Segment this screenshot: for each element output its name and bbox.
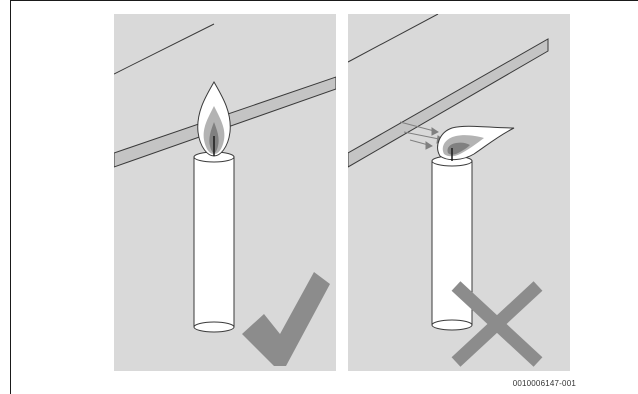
panel-draught-drawing (348, 14, 570, 371)
panel-draught (348, 14, 570, 371)
figure-reference-code: 0010006147-001 (464, 379, 576, 388)
panel-still-air (114, 14, 336, 371)
frame-top-border (10, 0, 638, 1)
checkmark-icon (242, 272, 330, 366)
panel-still-air-drawing (114, 14, 336, 371)
background-line (348, 14, 438, 62)
flame-icon (198, 82, 231, 156)
candle-body (194, 157, 234, 327)
frame-left-border (10, 0, 11, 394)
flame-icon (438, 126, 514, 161)
background-line (114, 24, 214, 74)
candle-base (432, 320, 472, 330)
candle-base (194, 322, 234, 332)
